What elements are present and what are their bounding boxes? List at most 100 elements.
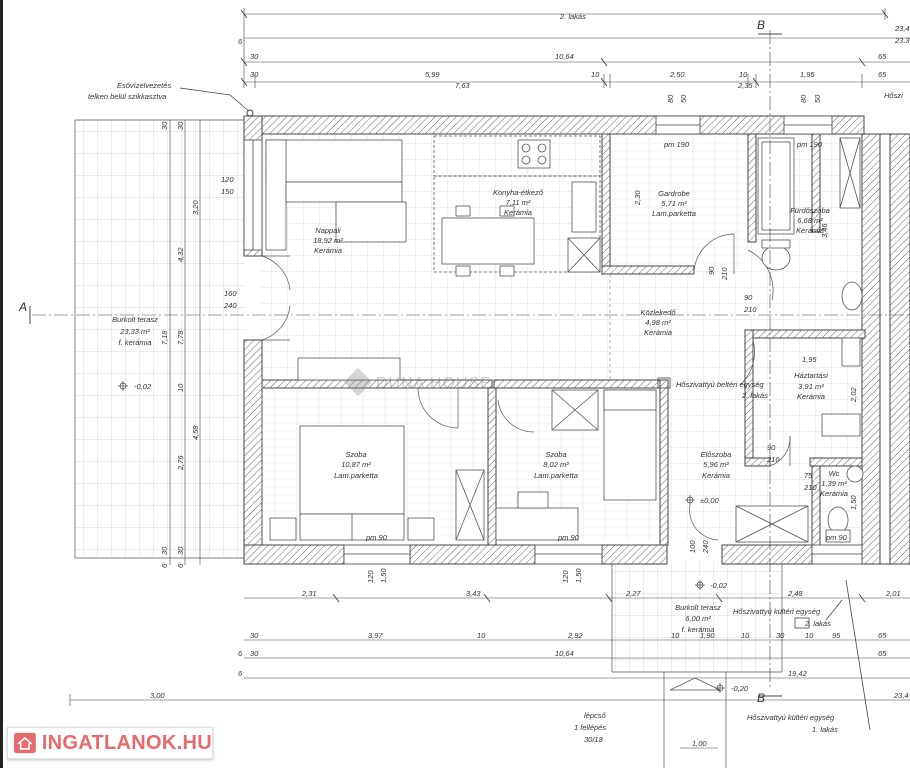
svg-text:Kerámia: Kerámia (314, 246, 342, 255)
svg-text:Lam.parketta: Lam.parketta (534, 471, 578, 480)
svg-text:pm 190: pm 190 (796, 140, 823, 149)
svg-text:10,64: 10,64 (555, 649, 574, 658)
left-dimension-text: 30 30 3,20 4,32 7,18 7,78 10 4,58 2,76 3… (160, 121, 237, 568)
level-markers (118, 381, 725, 693)
svg-text:Fürdőszoba: Fürdőszoba (790, 206, 830, 215)
svg-text:4,98 m²: 4,98 m² (645, 318, 671, 327)
image-border (0, 0, 3, 768)
svg-text:3,46: 3,46 (820, 223, 829, 238)
svg-text:1 fellépés: 1 fellépés (574, 723, 606, 732)
svg-text:Háztartási: Háztartási (794, 371, 828, 380)
svg-text:50: 50 (679, 94, 688, 103)
svg-text:3,97: 3,97 (368, 631, 383, 640)
svg-text:100: 100 (688, 540, 697, 553)
svg-text:75: 75 (804, 471, 813, 480)
svg-text:6,68 m²: 6,68 m² (797, 216, 823, 225)
svg-text:120: 120 (561, 570, 570, 583)
svg-text:-0,02: -0,02 (134, 382, 152, 391)
svg-text:50: 50 (813, 94, 822, 103)
svg-text:210: 210 (803, 483, 817, 492)
svg-text:80: 80 (666, 94, 675, 103)
svg-text:Kerámia: Kerámia (796, 226, 824, 235)
svg-text:5,99: 5,99 (425, 70, 440, 79)
svg-text:18,92 m²: 18,92 m² (313, 236, 343, 245)
svg-text:2,31: 2,31 (301, 589, 317, 598)
svg-text:90: 90 (707, 266, 716, 275)
svg-text:6: 6 (238, 669, 243, 678)
svg-text:10: 10 (176, 383, 185, 392)
svg-text:30: 30 (160, 546, 169, 555)
svg-text:A: A (18, 300, 27, 314)
svg-text:telken belül szikkasztva: telken belül szikkasztva (88, 92, 166, 101)
svg-text:B: B (757, 18, 765, 32)
svg-text:1,90: 1,90 (700, 631, 715, 640)
svg-text:2,76: 2,76 (176, 455, 185, 471)
svg-text:30: 30 (250, 70, 259, 79)
svg-text:6: 6 (238, 37, 243, 46)
svg-text:240: 240 (701, 540, 710, 554)
svg-text:Előszoba: Előszoba (701, 450, 732, 459)
svg-text:2,92: 2,92 (567, 631, 583, 640)
svg-text:5,96 m²: 5,96 m² (703, 460, 729, 469)
svg-text:2,27: 2,27 (625, 589, 641, 598)
svg-text:Konyha-étkező: Konyha-étkező (493, 188, 544, 197)
svg-text:65: 65 (878, 631, 887, 640)
svg-text:Hőszivattyú kültéri egység: Hőszivattyú kültéri egység (733, 607, 821, 616)
annotations-text: Esővízelvezetés telken belül szikkasztva… (18, 81, 838, 748)
svg-text:1,39 m²: 1,39 m² (821, 479, 847, 488)
opening-labels: pm 190 pm 190 pm 90 pm 90 pm 90 80 50 80… (365, 94, 858, 583)
svg-text:1,95: 1,95 (800, 70, 815, 79)
svg-text:Szoba: Szoba (345, 450, 366, 459)
svg-text:23,4: 23,4 (894, 24, 910, 33)
svg-text:Kerámia: Kerámia (644, 328, 672, 337)
svg-text:±0,00: ±0,00 (700, 496, 720, 505)
svg-text:10,64: 10,64 (555, 52, 574, 61)
svg-text:2,50: 2,50 (669, 70, 685, 79)
dimension-lines (69, 8, 910, 749)
svg-text:Burkolt terasz: Burkolt terasz (112, 315, 158, 324)
terrace-door (261, 255, 291, 341)
svg-text:10,87 m²: 10,87 m² (341, 460, 371, 469)
svg-text:5,71 m²: 5,71 m² (661, 199, 687, 208)
svg-text:Lam.parketta: Lam.parketta (334, 471, 378, 480)
svg-text:2. lakás: 2. lakás (741, 391, 768, 400)
svg-text:Wc: Wc (829, 469, 840, 478)
svg-text:30: 30 (176, 546, 185, 555)
svg-text:240: 240 (223, 301, 237, 310)
svg-text:30: 30 (250, 52, 259, 61)
svg-text:1,95: 1,95 (802, 355, 817, 364)
logo-text: INGATLANOK.HU (41, 731, 212, 754)
svg-text:90: 90 (767, 443, 776, 452)
svg-text:Gardrobe: Gardrobe (658, 189, 690, 198)
svg-text:210: 210 (766, 455, 780, 464)
svg-text:1,50: 1,50 (379, 568, 388, 583)
svg-text:30: 30 (776, 631, 785, 640)
svg-text:f. kerámia: f. kerámia (682, 625, 715, 634)
svg-text:2,30: 2,30 (633, 190, 642, 206)
svg-text:Lam.parketta: Lam.parketta (652, 209, 696, 218)
svg-text:10: 10 (741, 631, 750, 640)
svg-text:-0,02: -0,02 (710, 581, 728, 590)
ingatlanok-logo: INGATLANOK.HU (7, 727, 213, 759)
svg-text:pm 190: pm 190 (663, 140, 690, 149)
svg-text:Hőszivattyú beltéri egység: Hőszivattyú beltéri egység (676, 380, 764, 389)
door-swings (417, 233, 791, 541)
svg-text:10: 10 (591, 70, 600, 79)
svg-text:120: 120 (221, 175, 234, 184)
walls (243, 115, 910, 565)
svg-text:1,50: 1,50 (849, 495, 858, 510)
svg-text:23,4: 23,4 (893, 691, 909, 700)
svg-text:10: 10 (739, 70, 748, 79)
svg-text:95: 95 (832, 631, 841, 640)
svg-text:30: 30 (176, 121, 185, 130)
top-dimension-text: 2. lakás 23,4 23,3 6 30 10,64 65 30 5,99… (238, 12, 910, 100)
svg-text:8,02 m²: 8,02 m² (543, 460, 569, 469)
svg-text:19,42: 19,42 (788, 669, 808, 678)
svg-text:2. lakás: 2. lakás (804, 619, 831, 628)
windows (243, 115, 863, 565)
svg-text:pm 90: pm 90 (825, 533, 848, 542)
svg-text:Szoba: Szoba (545, 450, 566, 459)
svg-text:30/18: 30/18 (584, 735, 604, 744)
svg-text:2,48: 2,48 (787, 589, 803, 598)
